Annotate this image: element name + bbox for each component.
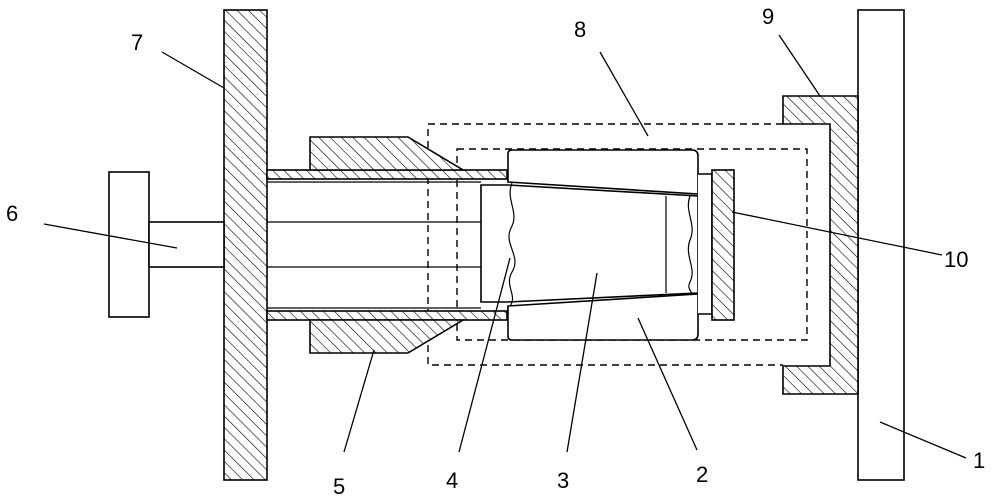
dashed-housing-part-8 <box>427 123 783 366</box>
vertical-plate-part-7 <box>223 9 268 481</box>
label-7: 7 <box>131 30 143 55</box>
label-1: 1 <box>973 448 985 473</box>
clamp-bottom-part-5 <box>309 319 466 354</box>
label-8: 8 <box>574 17 586 42</box>
handle-knob-part-6 <box>108 171 150 318</box>
label-4: 4 <box>446 468 458 493</box>
label-9: 9 <box>762 4 774 29</box>
sleeve-top-thin <box>266 169 508 180</box>
leader-10 <box>731 211 943 256</box>
leader-2 <box>637 317 698 451</box>
bracket-part-9 <box>782 95 859 395</box>
label-2: 2 <box>696 462 708 487</box>
label-10: 10 <box>944 247 968 272</box>
break-line-part-4 <box>508 182 516 307</box>
leader-1 <box>879 421 967 459</box>
leader-8 <box>599 51 649 137</box>
sleeve-bottom-thin <box>266 310 508 321</box>
leader-7 <box>161 51 225 89</box>
bearing-cup-bottom-part-2 <box>507 293 699 341</box>
break-line-right <box>687 195 693 296</box>
end-cap-part-10 <box>711 169 735 321</box>
leader-6 <box>43 223 178 249</box>
leader-4 <box>458 257 511 453</box>
shaft-part-6 <box>148 221 225 268</box>
label-3: 3 <box>557 468 569 493</box>
leader-9 <box>778 34 821 97</box>
dashed-inner-outline <box>456 148 808 341</box>
leader-5 <box>343 349 375 453</box>
base-plate-part-1 <box>857 9 905 481</box>
leader-3 <box>566 272 598 453</box>
label-6: 6 <box>6 201 18 226</box>
label-5: 5 <box>333 474 345 498</box>
clamp-top-part-5 <box>309 136 466 171</box>
end-cap-outline <box>698 173 713 315</box>
